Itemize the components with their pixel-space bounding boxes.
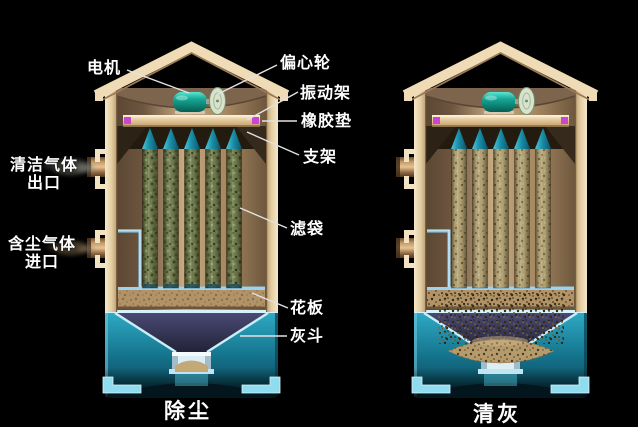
label-eccentric-wheel: 偏心轮 (280, 53, 332, 72)
leader-line-vibrating-frame (246, 91, 299, 121)
leader-line-cell-plate (251, 292, 289, 309)
label-vibrating-frame: 振动架 (300, 83, 352, 102)
caption-dust-collecting: 除尘 (164, 399, 212, 423)
label-support: 支架 (303, 147, 338, 166)
baghouse-unit-cleaning (396, 47, 597, 398)
label-dusty-gas-inlet-line2: 进口 (25, 252, 60, 272)
label-dusty-gas-inlet: 含尘气体 进口 (8, 234, 77, 272)
caption-dust-cleaning: 清灰 (473, 402, 521, 426)
label-cell-plate: 花板 (290, 298, 325, 317)
leader-line-filter-bag (239, 207, 288, 229)
label-ash-hopper: 灰斗 (290, 326, 325, 345)
label-motor: 电机 (87, 58, 122, 77)
baghouse-unit-filtering (43, 47, 288, 398)
label-clean-gas-outlet-line1: 清洁气体 (10, 155, 79, 174)
leader-lines (126, 64, 300, 337)
label-dusty-gas-inlet-line1: 含尘气体 (8, 234, 77, 253)
small-dust-pile (175, 360, 208, 372)
label-rubber-pad: 橡胶垫 (301, 111, 353, 130)
gas-flow-smoke (43, 159, 94, 255)
label-clean-gas-outlet-line2: 出口 (27, 173, 62, 193)
leader-line-eccentric-wheel (217, 64, 278, 95)
label-filter-bag: 滤袋 (290, 219, 325, 238)
filter-bags-clean (451, 128, 551, 289)
collected-dust-pile (447, 336, 555, 364)
leader-line-support (246, 131, 300, 156)
filter-bags-dirty (142, 128, 242, 289)
leader-line-motor (126, 69, 190, 94)
falling-dust (427, 290, 574, 344)
label-clean-gas-outlet: 清洁气体 出口 (10, 155, 79, 193)
